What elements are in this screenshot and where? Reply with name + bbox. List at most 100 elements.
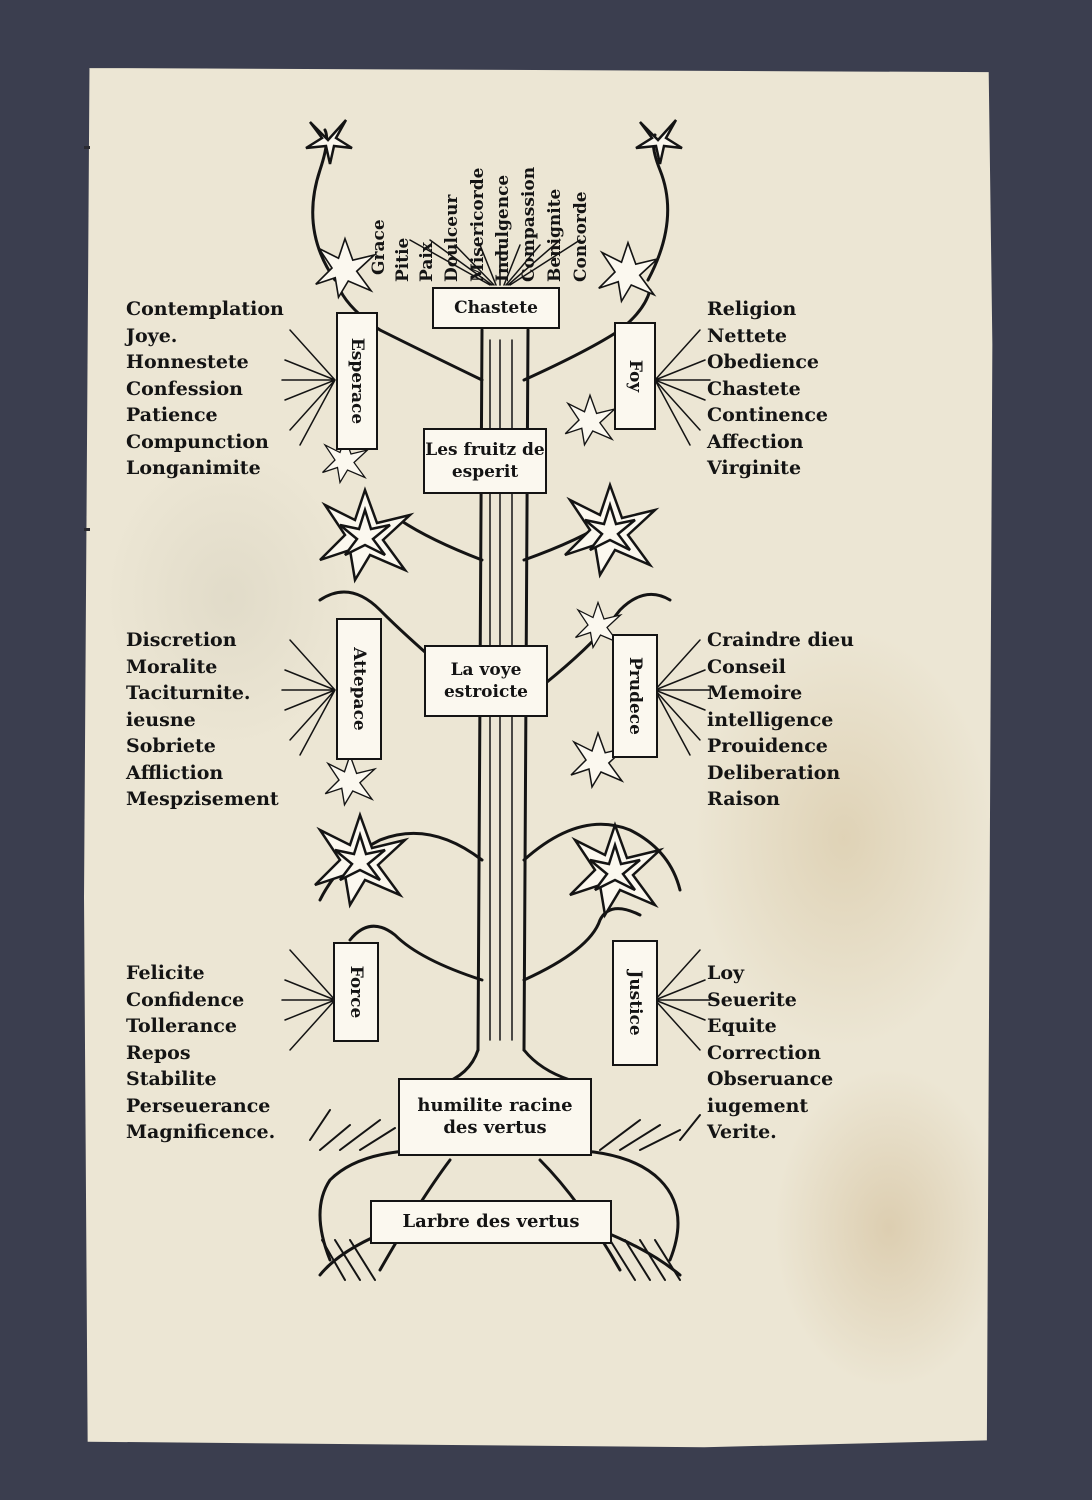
list-item: Contemplation bbox=[126, 298, 284, 320]
banner-label: Attepace bbox=[349, 647, 369, 731]
list-item: intelligence bbox=[707, 708, 834, 731]
list-item: Moralite bbox=[126, 655, 218, 678]
flower bbox=[322, 435, 370, 485]
list-item: Prouidence bbox=[707, 735, 828, 757]
list-item: Confession bbox=[126, 377, 243, 400]
flower bbox=[598, 240, 661, 304]
banner-label: Justice bbox=[625, 970, 645, 1036]
list-item: Affliction bbox=[126, 761, 224, 784]
banner-prudence: Prudece bbox=[612, 634, 658, 758]
top-word: Compassion bbox=[519, 166, 539, 282]
list-item: Loy bbox=[707, 962, 745, 984]
top-word: Paix bbox=[417, 242, 437, 282]
banner-foy: Foy bbox=[614, 322, 656, 430]
list-upper-right: Religion Nettete Obedience Chastete Cont… bbox=[707, 296, 828, 482]
list-item: Deliberation bbox=[707, 761, 841, 784]
top-word: Doulceur bbox=[442, 194, 462, 282]
flower bbox=[569, 821, 665, 919]
list-item: iugement bbox=[707, 1094, 809, 1117]
list-item: Confidence bbox=[126, 988, 245, 1011]
lily-flower bbox=[305, 119, 353, 165]
tree-branch bbox=[348, 924, 484, 982]
binding-hole bbox=[84, 528, 90, 531]
list-item: Repos bbox=[126, 1041, 191, 1064]
list-item: Magnificence. bbox=[126, 1121, 276, 1143]
flower bbox=[315, 236, 378, 300]
banner-label: Force bbox=[346, 965, 366, 1019]
list-lower-right: Loy Seuerite Equite Correction Obseruanc… bbox=[707, 960, 833, 1146]
list-item: Raison bbox=[707, 788, 780, 810]
banner-humilite: humilite racine des vertus bbox=[398, 1078, 592, 1156]
flower bbox=[314, 811, 410, 909]
banner-label: Foy bbox=[625, 359, 645, 393]
top-word: Pitie bbox=[393, 237, 413, 282]
top-word: Benignite bbox=[545, 188, 565, 282]
list-item: Obedience bbox=[707, 351, 819, 373]
list-item: Correction bbox=[707, 1041, 821, 1064]
list-item: Joye. bbox=[126, 324, 178, 347]
list-item: Taciturnite. bbox=[126, 682, 251, 704]
grass bbox=[309, 1109, 701, 1151]
banner-force: Force bbox=[333, 942, 379, 1042]
ground-hatching bbox=[321, 1239, 681, 1281]
list-item: Religion bbox=[707, 298, 797, 320]
list-item: Virginite bbox=[707, 457, 802, 479]
list-item: Affection bbox=[707, 430, 804, 453]
list-upper-left: Contemplation Joye. Honnestete Confessio… bbox=[126, 296, 284, 482]
banner-label: Esperace bbox=[347, 337, 367, 425]
list-item: Seuerite bbox=[707, 988, 797, 1011]
list-item: Longanimite bbox=[126, 457, 261, 479]
tree-branch bbox=[398, 518, 484, 562]
list-item: Stabilite bbox=[126, 1068, 217, 1090]
banner-label: Prudece bbox=[625, 657, 645, 735]
top-word: Indulgence bbox=[493, 174, 513, 282]
tree-branch bbox=[522, 822, 682, 892]
banner-voye: La voye estroicte bbox=[424, 645, 548, 717]
radiating-lines bbox=[281, 239, 711, 1051]
lily-flower bbox=[635, 119, 683, 165]
list-middle-right: Craindre dieu Conseil Memoire intelligen… bbox=[707, 627, 854, 813]
top-word: Grace bbox=[369, 219, 389, 275]
list-lower-left: Felicite Confidence Tollerance Repos Sta… bbox=[126, 960, 275, 1146]
list-item: Sobriete bbox=[126, 735, 216, 757]
list-item: Honnestete bbox=[126, 351, 249, 373]
list-item: Compunction bbox=[126, 430, 269, 453]
list-item: Patience bbox=[126, 404, 218, 426]
tree-branch bbox=[522, 907, 642, 982]
list-item: Perseuerance bbox=[126, 1094, 271, 1117]
flower bbox=[564, 393, 618, 447]
list-item: Craindre dieu bbox=[707, 629, 854, 651]
list-item: Chastete bbox=[707, 377, 801, 400]
list-item: Memoire bbox=[707, 682, 803, 704]
list-item: Nettete bbox=[707, 324, 787, 347]
list-item: Discretion bbox=[126, 629, 237, 651]
list-item: Felicite bbox=[126, 962, 205, 984]
banner-arbre: Larbre des vertus bbox=[370, 1200, 612, 1244]
banner-chastete: Chastete bbox=[432, 287, 560, 329]
tree-branch bbox=[338, 288, 484, 382]
list-item: Continence bbox=[707, 404, 828, 426]
list-item: Equite bbox=[707, 1015, 777, 1037]
banner-label: Larbre des vertus bbox=[402, 1211, 580, 1232]
banner-label: humilite racine des vertus bbox=[417, 1095, 573, 1138]
flowers bbox=[305, 119, 683, 919]
list-item: Tollerance bbox=[126, 1015, 237, 1037]
list-item: Verite. bbox=[707, 1121, 777, 1143]
binding-hole bbox=[84, 146, 90, 149]
list-item: Obseruance bbox=[707, 1068, 834, 1090]
flower bbox=[324, 753, 378, 807]
top-word: Concorde bbox=[571, 191, 591, 282]
banner-justice: Justice bbox=[612, 940, 658, 1066]
banner-label: Les fruitz de esperit bbox=[425, 440, 545, 482]
banner-attemprance: Attepace bbox=[336, 618, 382, 760]
banner-esperance: Esperace bbox=[336, 312, 378, 450]
flower bbox=[319, 486, 415, 584]
list-item: Mespzisement bbox=[126, 788, 279, 810]
banner-label: La voye estroicte bbox=[443, 660, 528, 702]
top-word: Misericorde bbox=[468, 167, 488, 282]
flower bbox=[575, 600, 623, 650]
list-middle-left: Discretion Moralite Taciturnite. ieusne … bbox=[126, 627, 279, 813]
flower bbox=[564, 481, 660, 579]
list-item: Conseil bbox=[707, 655, 786, 678]
list-item: ieusne bbox=[126, 708, 196, 731]
